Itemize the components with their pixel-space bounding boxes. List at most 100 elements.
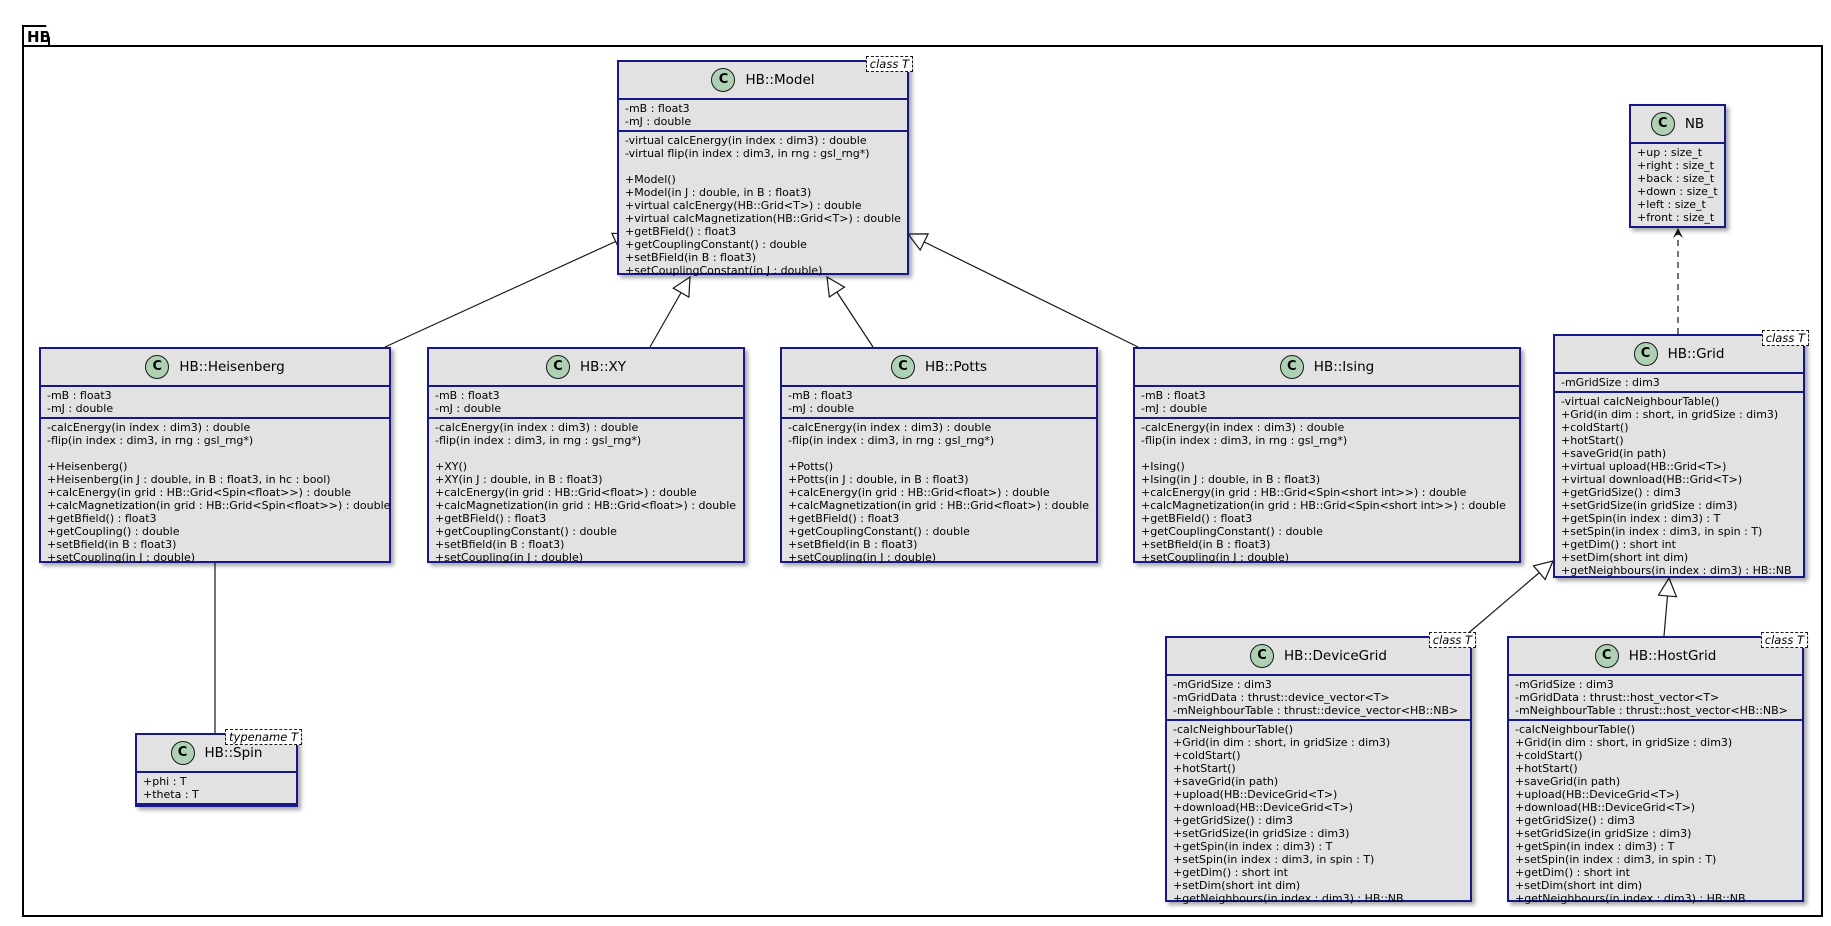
class-operation: +setDim(short int dim) [1515, 879, 1643, 892]
class-operation: +Grid(in dim : short, in gridSize : dim3… [1173, 736, 1391, 749]
class-operation: +Ising(in J : double, in B : float3) [1141, 473, 1321, 486]
class-operation: +setGridSize(in gridSize : dim3) [1561, 499, 1738, 512]
class-operation: -virtual calcNeighbourTable() [1561, 395, 1720, 408]
class-operation: +setSpin(in index : dim3, in spin : T) [1173, 853, 1375, 866]
class-operation: +getNeighbours(in index : dim3) : HB::NB [1515, 892, 1746, 905]
class-operation: +getDim() : short int [1515, 866, 1630, 879]
class-operation: +setBfield(in B : float3) [1141, 538, 1271, 551]
class-methods-section: -calcEnergy(in index : dim3) : double-fl… [41, 419, 390, 566]
class-methods-section: -calcEnergy(in index : dim3) : double-fl… [1135, 419, 1519, 566]
class-operation: +setCoupling(in J : double) [1141, 551, 1290, 564]
class-operation: +Grid(in dim : short, in gridSize : dim3… [1515, 736, 1733, 749]
class-operation: -virtual calcEnergy(in index : dim3) : d… [625, 134, 867, 147]
class-operation: +getGridSize() : dim3 [1173, 814, 1293, 827]
class-fields-section: -mB : float3-mJ : double [782, 387, 1096, 419]
class-methods-section [1631, 228, 1724, 236]
class-operation: +setGridSize(in gridSize : dim3) [1173, 827, 1350, 840]
class-operation: -calcEnergy(in index : dim3) : double [1141, 421, 1345, 434]
class-attribute: -mGridSize : dim3 [1173, 678, 1272, 691]
class-operation: +setDim(short int dim) [1561, 551, 1689, 564]
class-fields-section: +up : size_t+right : size_t+back : size_… [1631, 144, 1724, 228]
class-attribute: +phi : T [143, 775, 187, 788]
class-operation: +XY(in J : double, in B : float3) [435, 473, 603, 486]
class-operation: -virtual flip(in index : dim3, in rng : … [625, 147, 870, 160]
class-attribute: -mGridData : thrust::host_vector<T> [1515, 691, 1720, 704]
class-name: HB::HostGrid [1628, 648, 1717, 664]
class-fields-section: -mGridSize : dim3-mGridData : thrust::de… [1167, 676, 1470, 721]
class-operation: +hotStart() [1515, 762, 1578, 775]
class-operation [47, 447, 383, 460]
class-operation: +saveGrid(in path) [1561, 447, 1667, 460]
class-operation: -flip(in index : dim3, in rng : gsl_rng*… [1141, 434, 1348, 447]
class-operation: +calcEnergy(in grid : HB::Grid<Spin<floa… [47, 486, 352, 499]
class-operation: -calcEnergy(in index : dim3) : double [435, 421, 639, 434]
class-stereotype-icon: C [1249, 644, 1274, 668]
class-operation: +coldStart() [1561, 421, 1629, 434]
class-name: HB::Model [745, 72, 815, 88]
class-operation: +getCouplingConstant() : double [1141, 525, 1323, 538]
class-operation: +setSpin(in index : dim3, in spin : T) [1561, 525, 1763, 538]
class-operation: +getBField() : float3 [435, 512, 547, 525]
class-operation: +setCoupling(in J : double) [788, 551, 937, 564]
class-operation: +virtual download(HB::Grid<T>) [1561, 473, 1743, 486]
class-operation: +saveGrid(in path) [1173, 775, 1279, 788]
edge-xy-model [649, 277, 690, 348]
class-methods-section: -calcNeighbourTable()+Grid(in dim : shor… [1167, 721, 1470, 907]
class-operation: -calcNeighbourTable() [1173, 723, 1294, 736]
class-operation: +getDim() : short int [1173, 866, 1288, 879]
class-operation: +getSpin(in index : dim3) : T [1515, 840, 1675, 853]
class-operation: +calcMagnetization(in grid : HB::Grid<Sp… [1141, 499, 1506, 512]
class-operation: +Heisenberg() [47, 460, 128, 473]
template-parameter: class T [1428, 632, 1476, 648]
class-attribute: -mGridSize : dim3 [1515, 678, 1614, 691]
class-operation: +getSpin(in index : dim3) : T [1173, 840, 1333, 853]
class-operation: +getGridSize() : dim3 [1515, 814, 1635, 827]
class-stereotype-icon: C [1650, 112, 1675, 136]
class-operation: +setBfield(in B : float3) [47, 538, 177, 551]
template-parameter: typename T [225, 729, 302, 745]
class-operation: +Model() [625, 173, 676, 186]
class-operation: -flip(in index : dim3, in rng : gsl_rng*… [435, 434, 642, 447]
class-operation [1141, 447, 1513, 460]
class-operation: +setCoupling(in J : double) [47, 551, 196, 564]
class-attribute: +back : size_t [1637, 172, 1715, 185]
class-fields-section: -mB : float3-mJ : double [41, 387, 389, 419]
class-attribute: -mJ : double [788, 402, 855, 415]
class-attribute: -mJ : double [435, 402, 502, 415]
class-operation: +coldStart() [1173, 749, 1241, 762]
class-operation: +getNeighbours(in index : dim3) : HB::NB [1561, 564, 1792, 577]
class-attribute: -mB : float3 [625, 102, 690, 115]
class-fields-section: -mGridSize : dim3 [1555, 374, 1803, 393]
class-operation: +getDim() : short int [1561, 538, 1676, 551]
class-attribute: +front : size_t [1637, 211, 1715, 224]
edge-potts-model [827, 277, 874, 348]
class-methods-section: -calcNeighbourTable()+Grid(in dim : shor… [1509, 721, 1802, 907]
class-operation: +setDim(short int dim) [1173, 879, 1301, 892]
class-fields-section: -mB : float3-mJ : double [619, 100, 907, 132]
class-attribute: -mJ : double [625, 115, 692, 128]
class-operation: +download(HB::DeviceGrid<T>) [1173, 801, 1354, 814]
class-operation: +download(HB::DeviceGrid<T>) [1515, 801, 1696, 814]
class-attribute: -mJ : double [1141, 402, 1208, 415]
class-operation: +calcEnergy(in grid : HB::Grid<float>) :… [435, 486, 697, 499]
class-fields-section: -mGridSize : dim3-mGridData : thrust::ho… [1509, 676, 1802, 721]
class-operation [625, 160, 901, 173]
class-operation: +getBField() : float3 [625, 225, 737, 238]
class-operation: +virtual upload(HB::Grid<T>) [1561, 460, 1727, 473]
class-fields-section: -mB : float3-mJ : double [429, 387, 743, 419]
class-attribute: +theta : T [143, 788, 199, 801]
edge-ising-model [908, 234, 1139, 348]
